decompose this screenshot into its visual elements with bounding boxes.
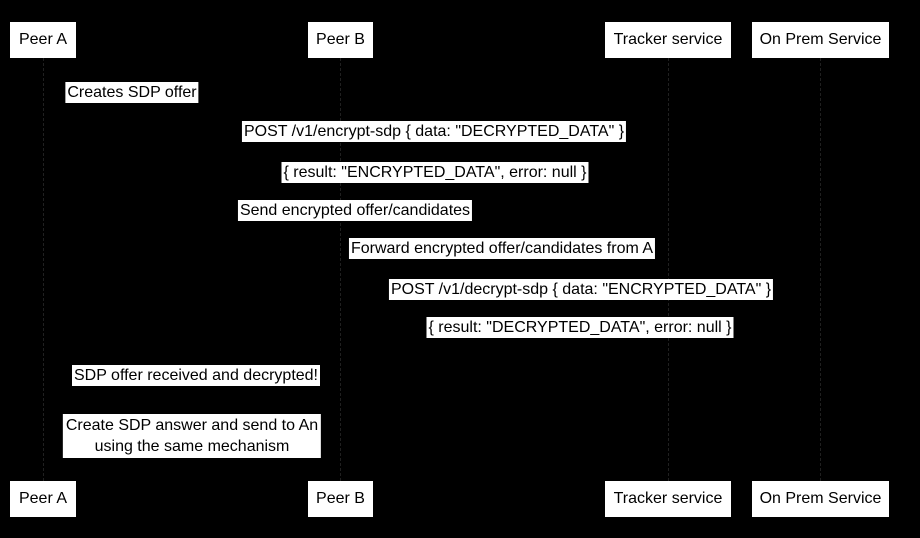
message-post-decrypt-sdp: POST /v1/decrypt-sdp { data: "ENCRYPTED_…: [388, 279, 774, 300]
participant-peer-b-top: Peer B: [308, 22, 373, 58]
message-send-encrypted-offer: Send encrypted offer/candidates: [237, 200, 473, 221]
note-line-1: Create SDP answer and send to An: [65, 417, 319, 434]
message-decrypt-result: { result: "DECRYPTED_DATA", error: null …: [426, 317, 734, 338]
message-encrypt-result: { result: "ENCRYPTED_DATA", error: null …: [281, 162, 589, 183]
lifeline-peer-a: [43, 58, 44, 481]
note-create-sdp-answer: Create SDP answer and send to An using t…: [62, 414, 322, 458]
message-forward-encrypted-offer: Forward encrypted offer/candidates from …: [348, 238, 656, 259]
lifeline-on-prem-service: [820, 58, 821, 481]
message-creates-sdp-offer: Creates SDP offer: [65, 82, 199, 103]
participant-on-prem-service-top: On Prem Service: [752, 22, 889, 58]
participant-tracker-service-top: Tracker service: [605, 22, 731, 58]
lifeline-tracker-service: [668, 58, 669, 481]
lifeline-peer-b: [340, 58, 341, 481]
message-sdp-offer-received: SDP offer received and decrypted!: [72, 365, 320, 386]
participant-tracker-service-bottom: Tracker service: [605, 481, 731, 517]
participant-peer-a-bottom: Peer A: [10, 481, 76, 517]
message-post-encrypt-sdp: POST /v1/encrypt-sdp { data: "DECRYPTED_…: [241, 121, 627, 142]
participant-peer-b-bottom: Peer B: [308, 481, 373, 517]
participant-on-prem-service-bottom: On Prem Service: [752, 481, 889, 517]
note-line-2: using the same mechanism: [94, 438, 290, 455]
participant-peer-a-top: Peer A: [10, 22, 76, 58]
